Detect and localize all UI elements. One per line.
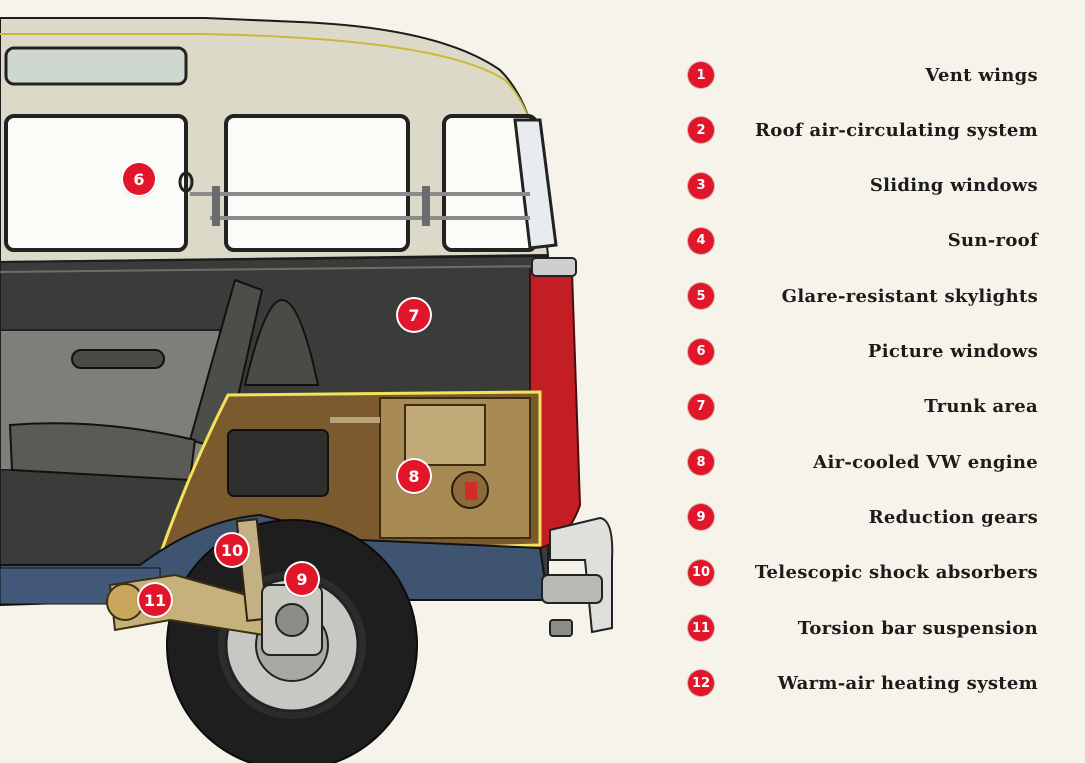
- callout-picture-window: 6: [123, 163, 155, 195]
- legend-item: 5 Glare-resistant skylights: [688, 281, 1038, 311]
- callout-shock-absorber: 10: [216, 534, 248, 566]
- legend-number-badge: 1: [688, 62, 714, 88]
- legend-item: 6 Picture windows: [688, 337, 1038, 367]
- legend-number-badge: 9: [688, 504, 714, 531]
- legend-label: Sun-roof: [947, 230, 1038, 252]
- vw-bus-cutaway-illustration: [0, 17, 614, 763]
- legend-item: 7 Trunk area: [688, 392, 1038, 422]
- legend-label: Reduction gears: [868, 506, 1038, 528]
- legend-label: Torsion bar suspension: [797, 617, 1038, 639]
- legend-item: 10 Telescopic shock absorbers: [688, 558, 1038, 588]
- rear-corner-glass: [513, 118, 558, 250]
- side-window-middle: [224, 114, 410, 252]
- legend-item: 4 Sun-roof: [688, 226, 1038, 256]
- legend-number-badge: 11: [688, 615, 714, 641]
- legend-label: Roof air-circulating system: [755, 119, 1038, 141]
- legend-label: Vent wings: [925, 64, 1038, 86]
- legend-number-badge: 5: [688, 283, 714, 310]
- rear-seat-cushion: [8, 422, 197, 482]
- callout-reduction-gears: 9: [286, 563, 318, 595]
- legend-number-badge: 10: [688, 559, 714, 586]
- window-latch: [178, 171, 194, 193]
- picture-window: [4, 114, 188, 252]
- legend-item: 11 Torsion bar suspension: [688, 613, 1038, 643]
- legend-number-badge: 2: [688, 117, 714, 144]
- legend-label: Warm-air heating system: [777, 672, 1038, 694]
- callout-trunk-area: 7: [398, 299, 430, 331]
- seat-head-fairing: [243, 298, 320, 386]
- legend-item: 12 Warm-air heating system: [688, 668, 1038, 698]
- callout-engine: 8: [398, 460, 430, 492]
- legend-item: 8 Air-cooled VW engine: [688, 447, 1038, 477]
- air-filter: [227, 429, 329, 497]
- legend-number-badge: 12: [688, 670, 714, 697]
- legend-number-badge: 6: [688, 338, 714, 365]
- legend-number-badge: 3: [688, 172, 714, 199]
- door-handle: [71, 349, 165, 369]
- legend-item: 1 Vent wings: [688, 60, 1038, 90]
- exhaust-pipe: [549, 619, 573, 637]
- legend-label: Sliding windows: [869, 175, 1038, 197]
- legend-label: Air-cooled VW engine: [813, 451, 1038, 473]
- callout-torsion-bar: 11: [139, 584, 171, 616]
- legend-label: Trunk area: [924, 396, 1038, 418]
- legend-item: 2 Roof air-circulating system: [688, 115, 1038, 145]
- legend-label: Glare-resistant skylights: [781, 285, 1038, 307]
- legend-item: 9 Reduction gears: [688, 502, 1038, 532]
- legend-number-badge: 7: [688, 393, 714, 420]
- legend-number-badge: 4: [688, 227, 714, 254]
- legend-item: 3 Sliding windows: [688, 171, 1038, 201]
- legend-label: Telescopic shock absorbers: [754, 562, 1038, 584]
- skylight: [4, 46, 188, 86]
- legend-number-badge: 8: [688, 449, 714, 476]
- legend-label: Picture windows: [867, 341, 1038, 362]
